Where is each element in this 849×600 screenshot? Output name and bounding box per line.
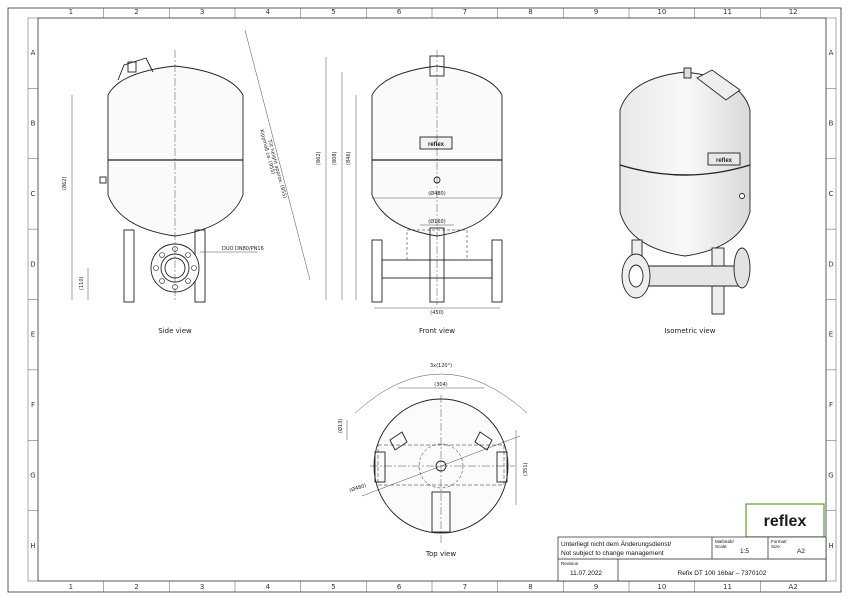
- grid-row-label: F: [31, 401, 35, 409]
- grid-row-label: G: [828, 471, 833, 479]
- grid-row-label: D: [30, 260, 35, 268]
- side-flange-height-dim: (110): [79, 277, 85, 290]
- format-label: Format/Size:: [771, 539, 787, 549]
- front-reflex-plate: [419, 136, 453, 150]
- grid-col-label: A2: [789, 583, 798, 591]
- grid-col-label: 10: [657, 583, 666, 591]
- grid-col-label: 4: [266, 583, 271, 591]
- front-diameter: (Ø480): [428, 190, 445, 197]
- format-value: A2: [797, 548, 805, 555]
- grid-col-label: 6: [397, 583, 402, 591]
- grid-row-label: B: [829, 120, 834, 128]
- grid-row-label: H: [828, 542, 833, 550]
- isometric-view-drawing: reflex: [619, 67, 751, 315]
- grid-row-label: E: [829, 331, 833, 339]
- grid-col-label: 9: [594, 8, 598, 16]
- title-block: [557, 503, 827, 582]
- grid-col-label: 8: [528, 8, 532, 16]
- outer-frame: [7, 7, 842, 593]
- side-view-label: Side view: [158, 327, 192, 335]
- front-height-3: (846): [346, 152, 352, 165]
- revision-label: Revision: [561, 561, 579, 566]
- grid-row-label: A: [829, 49, 834, 57]
- grid-col-label: 1: [69, 8, 73, 16]
- front-view-label: Front view: [419, 327, 455, 335]
- svg-text:reflex: reflex: [716, 158, 733, 164]
- top-pitch-dim: (304): [434, 382, 447, 388]
- grid-col-label: 6: [397, 8, 402, 16]
- grid-col-label: 7: [463, 583, 467, 591]
- front-height-1: (862): [316, 152, 322, 165]
- grid-col-label: 5: [331, 8, 335, 16]
- grid-col-label: 11: [723, 8, 732, 16]
- grid-row-label: C: [829, 190, 834, 198]
- grid-col-label: 3: [200, 583, 204, 591]
- grid-row-label: B: [31, 120, 36, 128]
- brand-logo: reflex: [764, 513, 807, 530]
- grid-row-label: A: [31, 49, 36, 57]
- side-view-drawing: [71, 29, 311, 303]
- grid-col-label: 1: [69, 583, 73, 591]
- product-title: Refix DT 100 16bar – 7370102: [678, 570, 767, 577]
- side-flange-callout: DUO DN80/PN16: [222, 246, 264, 252]
- grid-row-label: C: [31, 190, 36, 198]
- front-view-drawing: reflex: [325, 50, 503, 309]
- notice-de: Unterliegt nicht dem Änderungsdienst/: [561, 540, 671, 548]
- svg-text:reflex: reflex: [428, 142, 445, 148]
- grid-col-label: 7: [463, 8, 467, 16]
- grid-row-label: G: [30, 471, 35, 479]
- front-inner-diameter: (Ø160): [428, 218, 445, 225]
- grid-row-label: E: [31, 331, 35, 339]
- grid-col-label: 10: [657, 8, 666, 16]
- grid-row-label: D: [828, 260, 833, 268]
- top-hole-dim: (Ø13): [337, 419, 344, 433]
- scale-value: 1:5: [740, 548, 749, 555]
- grid-col-label: 2: [134, 583, 138, 591]
- scale-label: Maßstab/Scale:: [715, 539, 735, 549]
- top-diameter-dim: (Ø480): [348, 482, 367, 494]
- top-depth-dim: (351): [523, 463, 529, 476]
- grid-col-label: 4: [266, 8, 271, 16]
- front-width: (450): [430, 310, 443, 316]
- grid-col-label: 12: [789, 8, 798, 16]
- notice-en: Not subject to change management: [561, 550, 664, 557]
- top-view-drawing: [346, 373, 528, 545]
- grid-col-label: 2: [134, 8, 138, 16]
- front-height-2: (808): [332, 152, 338, 165]
- grid-row-label: H: [30, 542, 35, 550]
- grid-col-label: 9: [594, 583, 598, 591]
- grid-col-label: 5: [331, 583, 335, 591]
- revision-date: 11.07.2022: [570, 570, 602, 577]
- side-height-dim: (862): [62, 177, 68, 190]
- grid-row-label: F: [829, 401, 833, 409]
- grid-col-label: 11: [723, 583, 732, 591]
- top-view-label: Top view: [425, 550, 456, 558]
- grid-col-label: 3: [200, 8, 204, 16]
- isometric-view-label: Isometric view: [665, 327, 716, 335]
- grid-col-label: 8: [528, 583, 532, 591]
- top-angle-dim: 3x(120°): [430, 363, 452, 369]
